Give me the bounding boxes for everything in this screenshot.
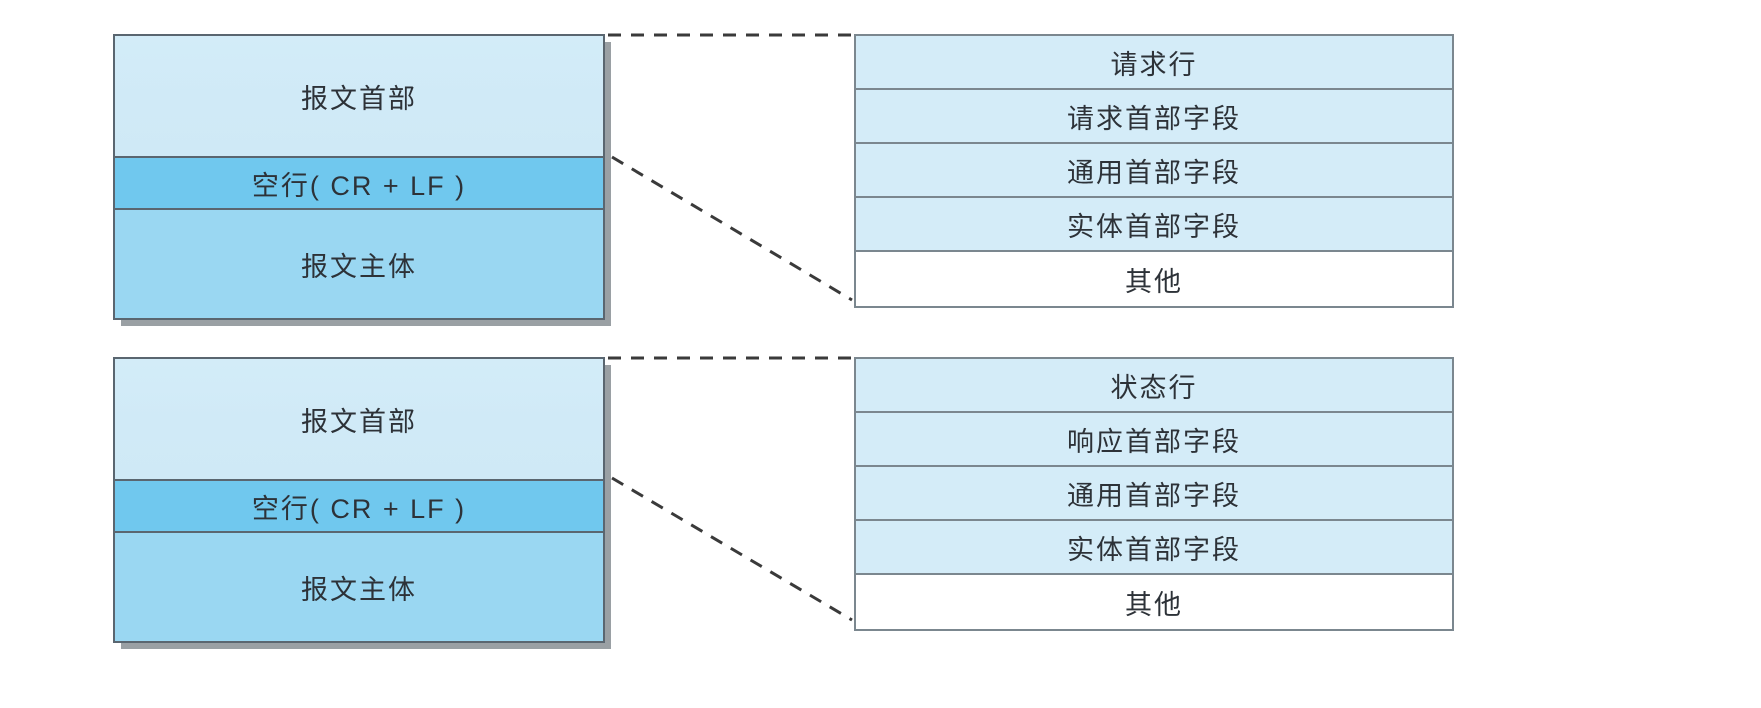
response-message-header-label: 报文首部 (301, 406, 417, 437)
response-field-label-4: 其他 (1125, 589, 1183, 620)
request-field-label-1: 请求首部字段 (1067, 103, 1241, 134)
response-field-label-2: 通用首部字段 (1067, 480, 1241, 511)
response-message-body-row: 报文主体 (115, 533, 603, 641)
table-row: 请求行 (856, 36, 1452, 90)
response-blank-line-label: 空行( CR + LF ) (251, 493, 467, 524)
table-row: 请求首部字段 (856, 90, 1452, 144)
response-field-label-1: 响应首部字段 (1067, 426, 1241, 457)
request-header-fields-table: 请求行 请求首部字段 通用首部字段 实体首部字段 其他 (854, 34, 1454, 308)
response-blank-line-row: 空行( CR + LF ) (115, 481, 603, 533)
request-field-label-2: 通用首部字段 (1067, 157, 1241, 188)
connector-response-diagonal (611, 476, 853, 622)
request-field-label-0: 请求行 (1110, 49, 1198, 80)
table-row: 实体首部字段 (856, 198, 1452, 252)
response-field-label-0: 状态行 (1110, 372, 1198, 403)
table-row: 响应首部字段 (856, 413, 1452, 467)
response-header-fields-table: 状态行 响应首部字段 通用首部字段 实体首部字段 其他 (854, 357, 1454, 631)
request-message-header-row: 报文首部 (115, 36, 603, 158)
response-message-header-row: 报文首部 (115, 359, 603, 481)
table-row: 状态行 (856, 359, 1452, 413)
table-row: 通用首部字段 (856, 467, 1452, 521)
request-message-body-label: 报文主体 (301, 251, 417, 282)
request-field-label-4: 其他 (1125, 266, 1183, 297)
http-request-message-box: 报文首部 空行( CR + LF ) 报文主体 (113, 34, 605, 320)
response-message-body-label: 报文主体 (301, 574, 417, 605)
connector-request-diagonal (611, 155, 853, 302)
response-field-label-3: 实体首部字段 (1067, 534, 1241, 565)
request-blank-line-row: 空行( CR + LF ) (115, 158, 603, 210)
table-row: 其他 (856, 575, 1452, 629)
request-message-header-label: 报文首部 (301, 83, 417, 114)
request-blank-line-label: 空行( CR + LF ) (251, 170, 467, 201)
request-field-label-3: 实体首部字段 (1067, 211, 1241, 242)
table-row: 通用首部字段 (856, 144, 1452, 198)
table-row: 实体首部字段 (856, 521, 1452, 575)
request-message-body-row: 报文主体 (115, 210, 603, 318)
table-row: 其他 (856, 252, 1452, 306)
http-response-message-box: 报文首部 空行( CR + LF ) 报文主体 (113, 357, 605, 643)
